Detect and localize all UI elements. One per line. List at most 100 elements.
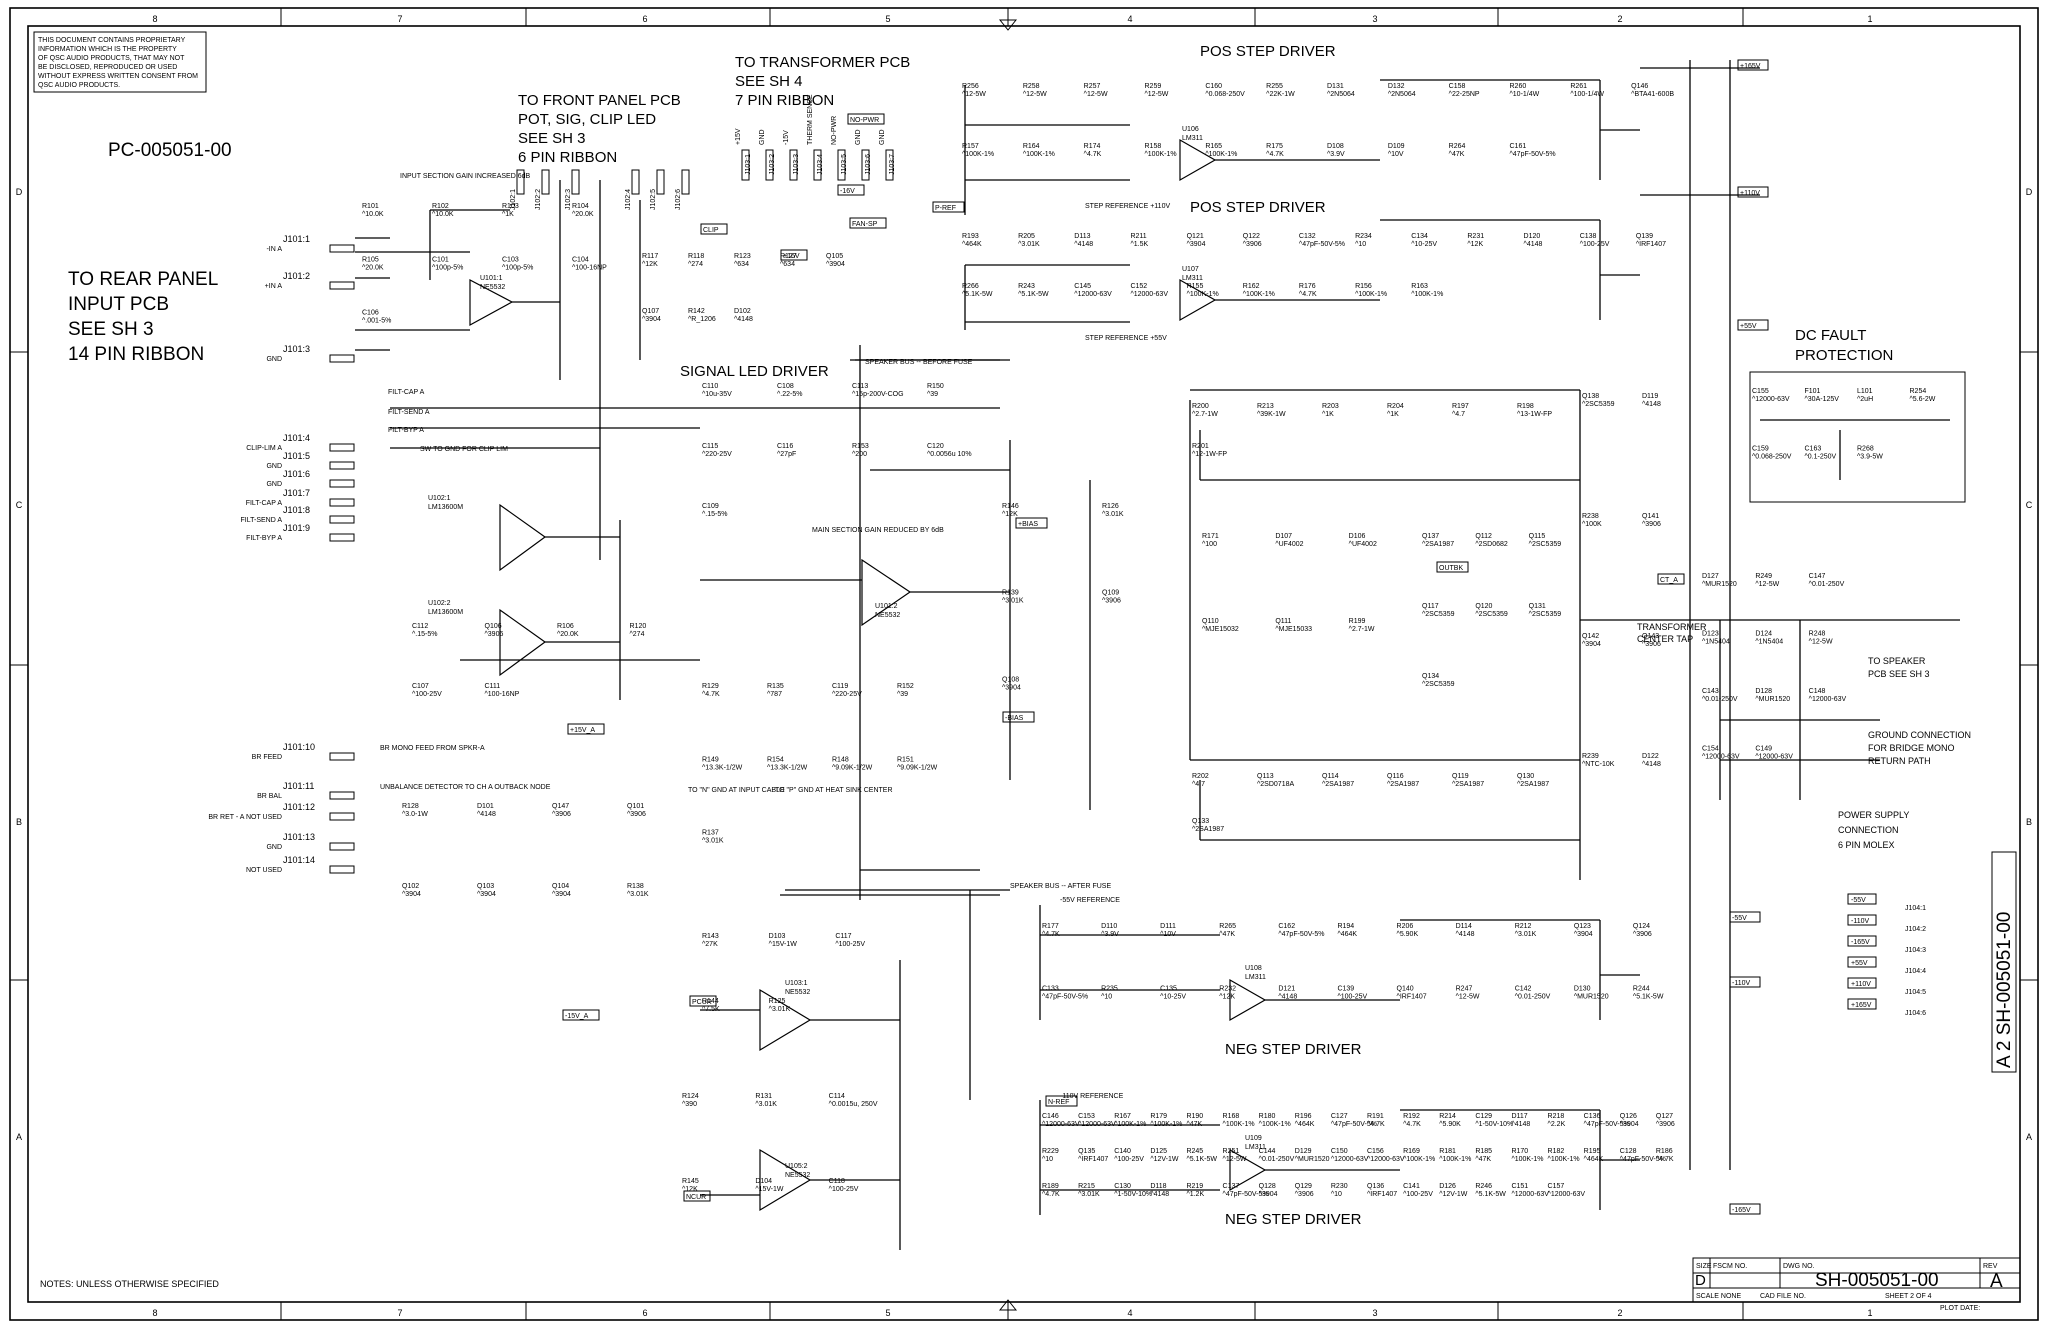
component-ref: C136 [1584,1113,1601,1120]
component-ref: R259 [1145,83,1162,90]
component-ref: R156 [1355,283,1372,290]
component-ref: C117 [835,933,851,940]
component-value: ^4.7K [1042,1191,1060,1198]
net-flag-box [1002,711,1035,723]
column-label-top: 2 [1617,14,1622,24]
component-value: ^47pF-50V-5% [1510,151,1556,158]
component-value: ^100K-1% [1023,151,1055,158]
component-ref: R177 [1042,923,1059,930]
component-value: ^100K-1% [1259,1121,1291,1128]
component-value: ^3.01K [755,1101,777,1108]
column-label-bottom: 2 [1617,1308,1622,1318]
component-ref: Q138 [1582,393,1599,400]
component-value: ^3906 [1656,1121,1675,1128]
component-value: ^3.9V [1101,931,1119,938]
column-label-top: 8 [152,14,157,24]
component-ref: R230 [1331,1183,1348,1190]
component-value: ^3906 [1633,931,1652,938]
component-ref: R124 [682,1093,699,1100]
rear-pin-net: +IN A [265,283,283,290]
component-ref: R104 [572,203,589,210]
power-pin-ref: J104:6 [1905,1010,1926,1017]
component-value: ^12V-1W [1150,1156,1179,1163]
component-value: ^100K [1582,521,1602,528]
component-value: ^3904 [1187,241,1206,248]
ic-ref: U103:1 [785,980,808,987]
component-value: ^IRF1407 [1397,994,1427,1001]
component-ref: C128 [1620,1148,1637,1155]
component-value: ^100K-1% [1243,291,1275,298]
component-value: ^3.01K [1515,931,1537,938]
power-pin-net: -110V [1851,918,1869,925]
component-ref: R157 [962,143,979,150]
component-value: ^4148 [1524,241,1543,248]
net-flag-box [1657,573,1685,585]
component-value: ^IRF1407 [1078,1156,1108,1163]
component-value: ^3904 [642,316,661,323]
component-value: ^0.01-250V [1259,1156,1295,1163]
ic-part: LM311 [1182,135,1203,142]
component-value: ^27K [702,941,718,948]
row-label-left: C [16,500,23,510]
component-ref: Q120 [1475,603,1492,610]
component-ref: Q107 [642,308,659,315]
component-value: ^39 [897,691,908,698]
ic-labels: U101:1NE5532U101:2NE5532U102:1LM13600MU1… [428,126,1266,1179]
rear-pin-box [329,443,355,452]
component-value: ^2SC5359 [1529,541,1562,548]
rear-pin-net: FILT-SEND A [241,517,283,524]
component-value: ^7.5K [702,1006,720,1013]
power-pin-net: -165V [1851,939,1870,946]
wire-label-step-ref-55: STEP REFERENCE +55V [1085,335,1167,342]
component-value: ^12000-63V [1367,1156,1405,1163]
component-labels: R101^10.0KR102^10.0KR103^1KR104^20.0KR10… [362,83,1936,1198]
component-ref: Q106 [485,623,502,630]
component-value: ^100-1/4W [1570,91,1604,98]
component-ref: C103 [502,256,519,263]
component-ref: R152 [897,683,914,690]
component-value: ^3.01K [1102,511,1124,518]
component-ref: R245 [1186,1148,1203,1155]
component-ref: Q131 [1529,603,1546,610]
component-ref: R120 [630,623,647,630]
rear-pin-net: FILT-CAP A [246,500,283,507]
component-value: ^100-25V [835,941,865,948]
component-value: ^3906 [627,811,646,818]
rail-flag: -165V [1732,1207,1751,1214]
component-value: ^30A-125V [1805,396,1840,403]
component-ref: R235 [1101,986,1118,993]
component-ref: D125 [1150,1148,1167,1155]
wire-label-filt-cap: FILT-CAP A [388,389,425,396]
rear-pin-box [329,791,355,800]
component-value: ^15p-200V-COG [852,391,904,398]
component-ref: D106 [1349,533,1366,540]
net-flag-box [780,249,808,261]
power-pin-net: +165V [1851,1002,1872,1009]
component-ref: R205 [1018,233,1035,240]
component-value: ^5.1K-5W [962,291,993,298]
wire-label-br-mono: BR MONO FEED FROM SPKR-A [380,745,485,752]
component-ref: D114 [1456,923,1472,930]
component-value: ^MUR1520 [1755,696,1790,703]
component-ref: R145 [682,1178,699,1185]
power-pin-ref: J104:3 [1905,947,1926,954]
rear-pin-net: FILT-BYP A [246,535,282,542]
component-ref: C158 [1449,83,1466,90]
component-value: ^2SD0718A [1257,781,1294,788]
component-value: ^12000-63V [1809,696,1847,703]
component-ref: R143 [702,933,719,940]
component-ref: Q133 [1192,818,1209,825]
component-value: ^47pF-50V-5% [1299,241,1345,248]
component-ref: R139 [1002,590,1019,597]
rear-pin-ref: J101:4 [283,433,310,443]
component-value: ^12000-63V [1331,1156,1369,1163]
component-value: ^4148 [1456,931,1475,938]
component-value: ^100K-1% [1223,1121,1255,1128]
component-value: ^22K-1W [1266,91,1295,98]
component-value: ^4.7K [1266,151,1284,158]
net-flags: P-REFN-REFPCURNCURCLIPFAN-SPNO-PWR+BIAS-… [562,113,1685,1202]
